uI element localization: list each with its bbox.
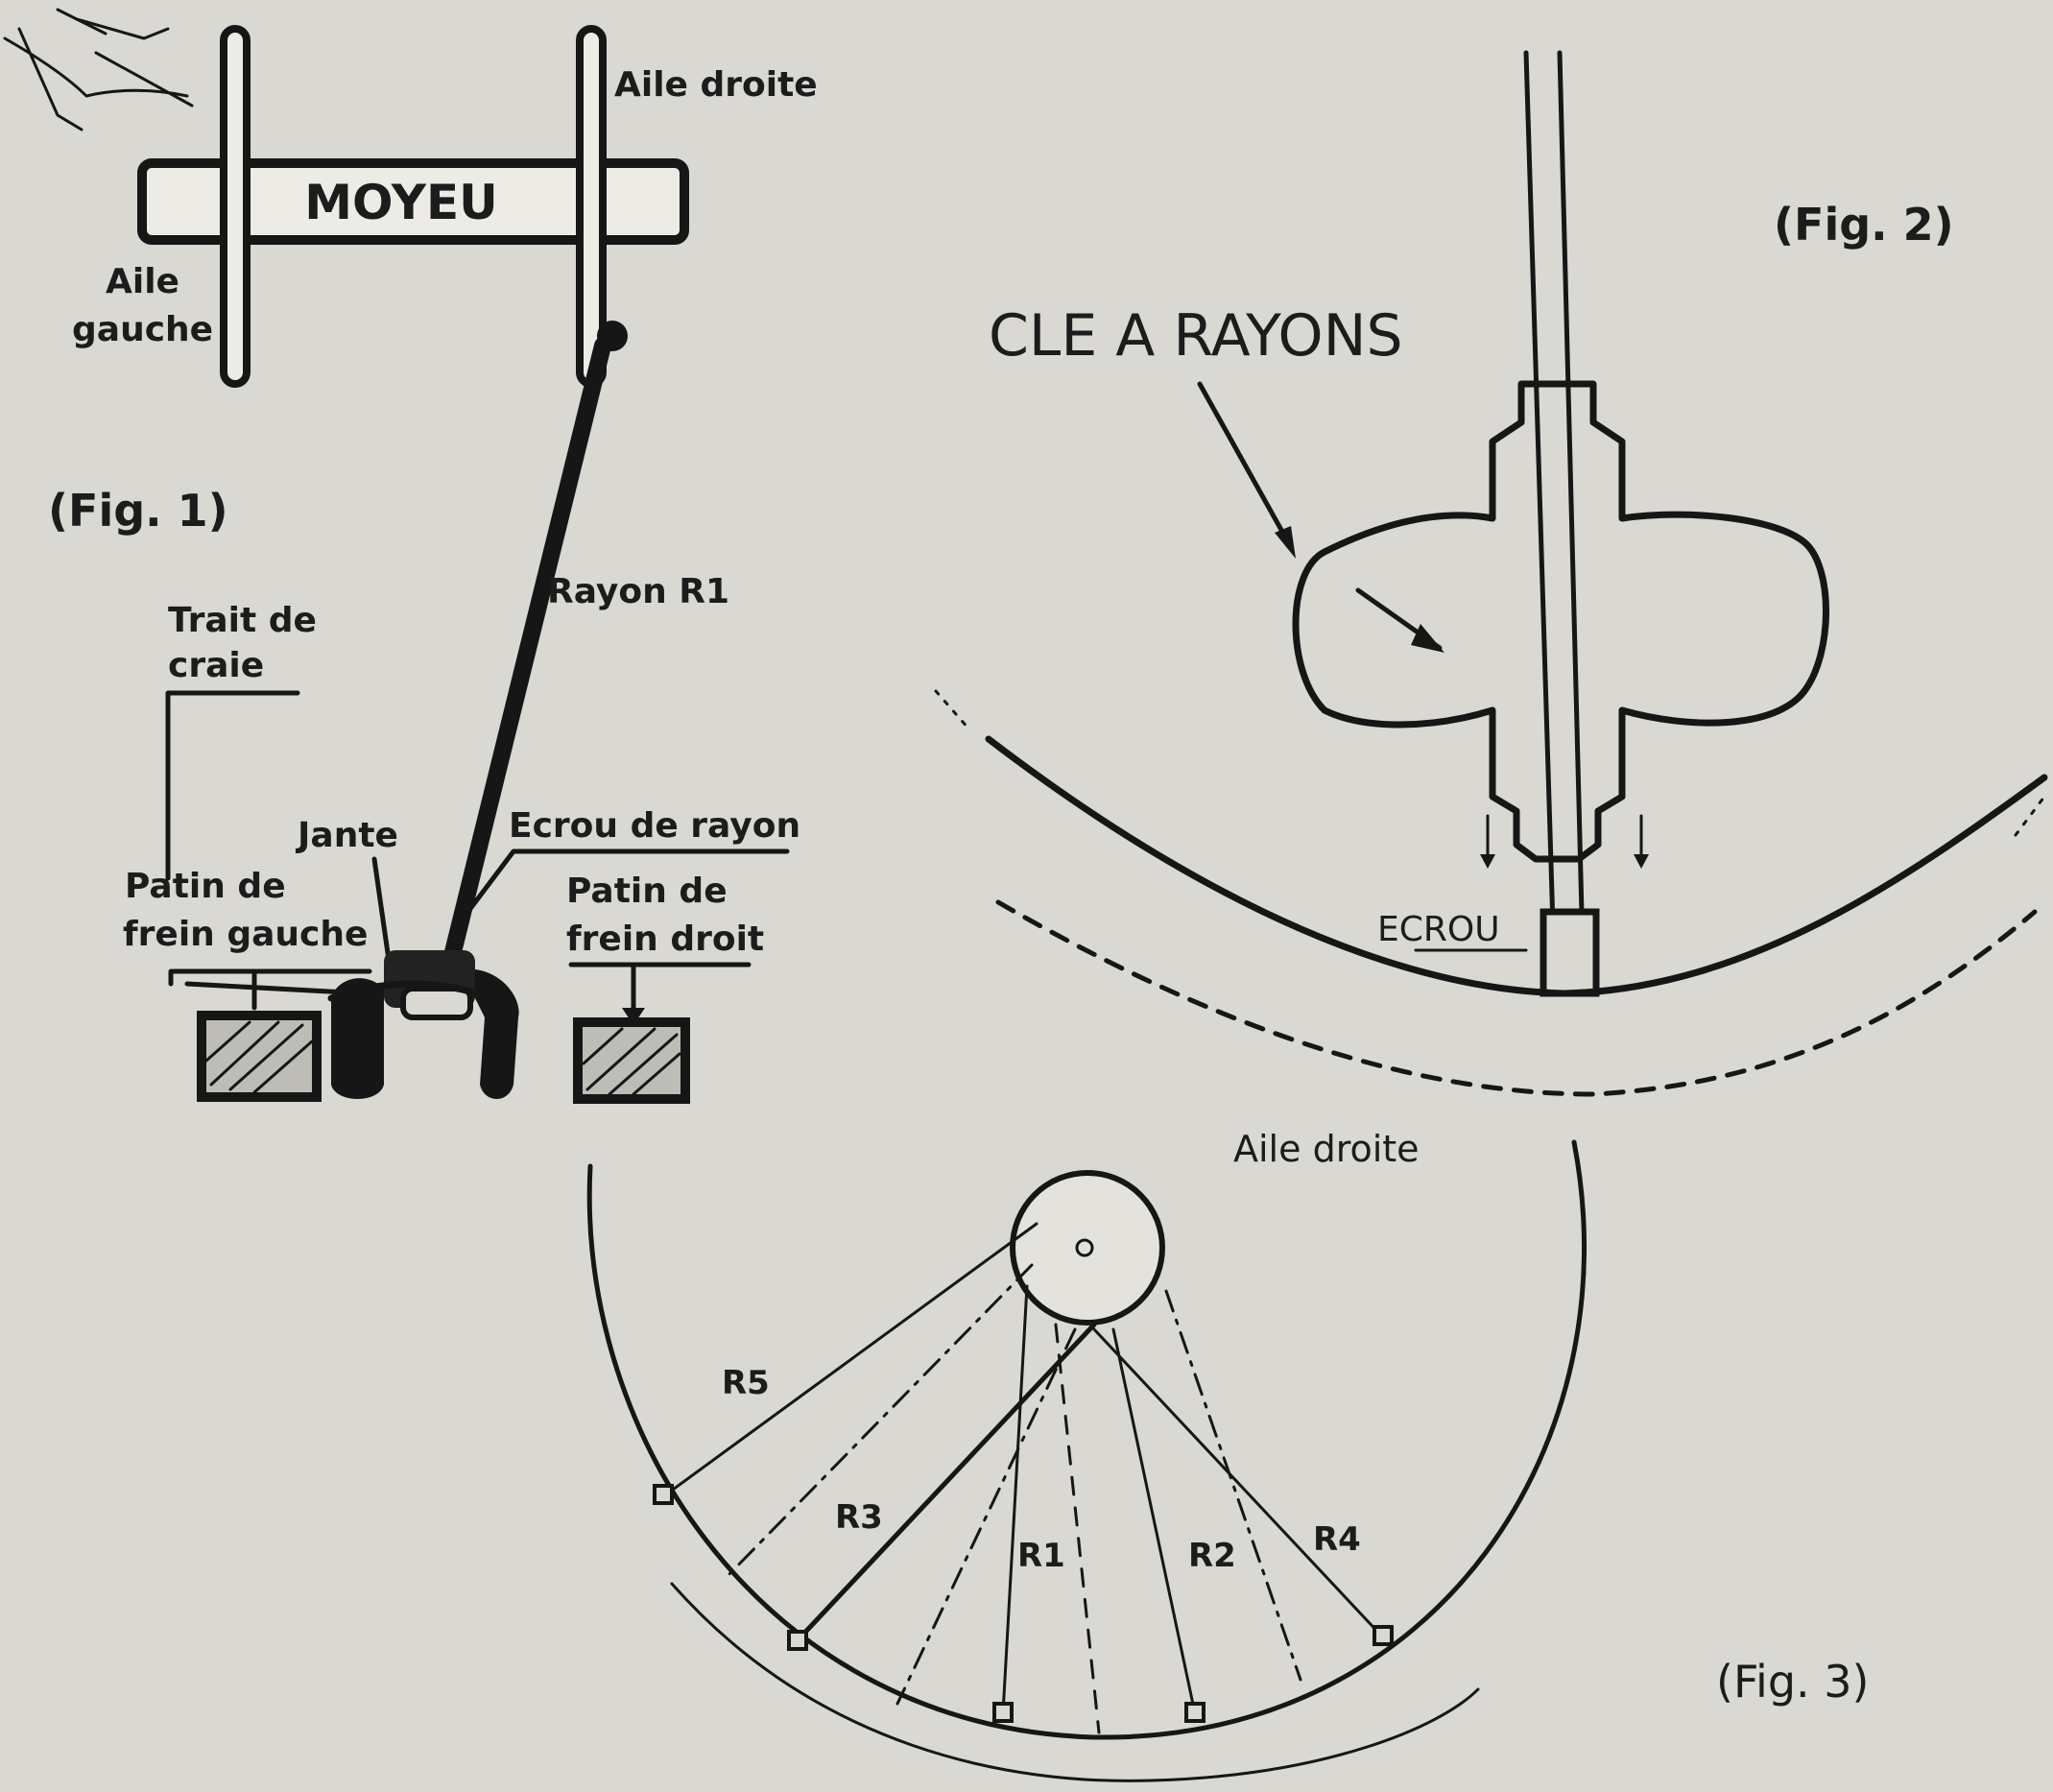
left-pad-label-2: frein gauche bbox=[123, 915, 368, 954]
rim-cross-section bbox=[327, 950, 519, 1099]
pointing-hand-icon bbox=[3, 8, 194, 131]
fig3-flange-label: Aile droite bbox=[1233, 1128, 1420, 1170]
spoke-wrench bbox=[1292, 380, 1829, 863]
left-flange bbox=[220, 25, 251, 388]
spoke-nut bbox=[1540, 908, 1600, 997]
fig3-caption: (Fig. 3) bbox=[1716, 1656, 1870, 1708]
fig3-spokes bbox=[660, 1222, 1384, 1734]
left-pad-leader bbox=[168, 968, 372, 1011]
fig2-spoke-left bbox=[1523, 50, 1558, 992]
spoke-r1 bbox=[442, 337, 611, 968]
spoke-label-r2: R2 bbox=[1188, 1537, 1236, 1575]
right-brake-pad bbox=[573, 1017, 690, 1104]
chalk-label-2: craie bbox=[168, 646, 264, 685]
fig3-hub bbox=[1010, 1170, 1165, 1326]
spoke-r2 bbox=[1111, 1327, 1197, 1715]
fig3-rim-outer bbox=[670, 1582, 1480, 1782]
right-pad-label-2: frein droit bbox=[566, 920, 764, 959]
hub-label: MOYEU bbox=[304, 175, 497, 230]
chalk-line bbox=[165, 690, 300, 881]
hub-moyeu: MOYEU bbox=[137, 158, 689, 245]
wrench-leader bbox=[1197, 381, 1294, 550]
fig2-caption: (Fig. 2) bbox=[1774, 199, 1954, 251]
spoke-r1-label: Rayon R1 bbox=[547, 572, 729, 611]
right-pad-label-1: Patin de bbox=[566, 872, 728, 911]
left-pad-hatch bbox=[204, 1020, 314, 1094]
spoke-label-r5: R5 bbox=[722, 1364, 770, 1402]
right-flange-label: Aile droite bbox=[614, 65, 818, 105]
spoke-r5 bbox=[660, 1222, 1038, 1499]
rim-leader bbox=[371, 856, 392, 963]
nut-label: ECROU bbox=[1377, 910, 1500, 949]
fig2-rim-outer bbox=[985, 735, 2048, 997]
rim-label: Jante bbox=[295, 816, 398, 855]
fig3-axle-hole bbox=[1075, 1238, 1094, 1257]
fig1-group: MOYEU Aile droite Aile gauche (Fig. 1) R… bbox=[3, 8, 818, 1104]
wrench-arrow-head bbox=[1411, 624, 1444, 653]
spoke-r4 bbox=[1092, 1327, 1384, 1638]
left-flange-label-1: Aile bbox=[106, 262, 179, 301]
left-flange-label-2: gauche bbox=[72, 310, 213, 349]
chalk-label-1: Trait de bbox=[168, 601, 317, 640]
fig2-group: (Fig. 2) CLE A RAYONS ECROU bbox=[934, 50, 2048, 1097]
fig2-rim-inner-dash bbox=[995, 899, 2038, 1097]
fig3-nipples bbox=[653, 1484, 1394, 1723]
wrench-leader-arrow bbox=[1275, 526, 1296, 559]
right-pad-hatch bbox=[582, 1027, 681, 1096]
right-pad-leader bbox=[568, 962, 752, 1020]
nipple-leader bbox=[458, 848, 790, 924]
fig2-rim-dot bbox=[934, 689, 2046, 837]
fig2-spoke-right bbox=[1557, 50, 1587, 992]
fig3-rim-inner bbox=[586, 1139, 1587, 1740]
spoke-r1 bbox=[1001, 1284, 1029, 1715]
left-pad-label-1: Patin de bbox=[125, 867, 286, 906]
rotation-arrows bbox=[1480, 814, 1649, 869]
spoke-label-r4: R4 bbox=[1313, 1520, 1361, 1559]
nipple-label: Ecrou de rayon bbox=[509, 806, 800, 846]
spoke-r3 bbox=[794, 1322, 1097, 1644]
fig3-group: Aile droite (Fig. 3) R5 bbox=[586, 1128, 1870, 1782]
wrench-label: CLE A RAYONS bbox=[989, 302, 1403, 370]
right-pad-arrow bbox=[622, 1008, 645, 1025]
fig1-caption: (Fig. 1) bbox=[48, 485, 228, 537]
spoke-label-r1: R1 bbox=[1017, 1537, 1065, 1575]
spoke-label-r3: R3 bbox=[835, 1498, 883, 1537]
